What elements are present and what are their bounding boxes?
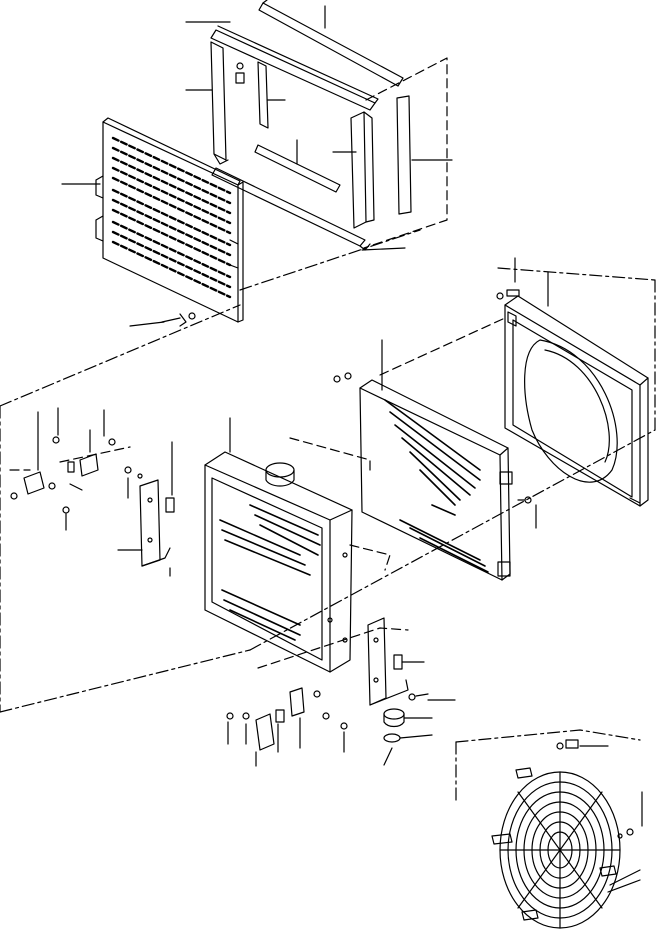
lower-bracket-hardware bbox=[226, 687, 348, 767]
fan-shroud bbox=[379, 257, 649, 507]
assembly-boundary bbox=[0, 267, 656, 713]
radiator-mounts bbox=[257, 617, 456, 766]
oil-cooler bbox=[333, 339, 537, 581]
radiator-guard-frame bbox=[185, 0, 453, 251]
left-mounting-hardware bbox=[9, 407, 175, 577]
radiator-core bbox=[204, 417, 391, 673]
fan-guard bbox=[455, 729, 643, 929]
radiator-grille bbox=[61, 117, 421, 327]
